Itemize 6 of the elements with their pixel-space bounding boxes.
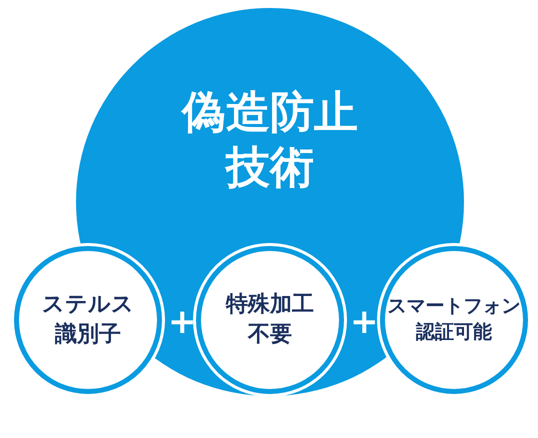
title-text: 偽造防止技術 [181, 86, 359, 195]
plus-sign: + [168, 302, 192, 342]
plus-sign: + [350, 302, 374, 342]
feature-text: ステルス識別子 [41, 290, 135, 349]
feature-text: 特殊加工不要 [225, 290, 315, 349]
feature-text: スマートフォン認証可能 [386, 294, 522, 345]
